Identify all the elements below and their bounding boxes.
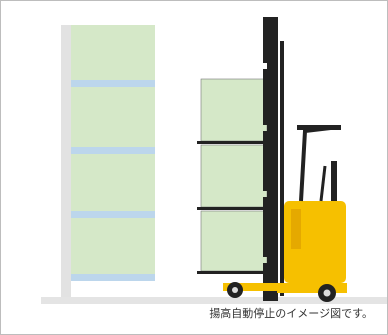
load-box-3 — [200, 210, 268, 272]
fork-2 — [197, 207, 269, 210]
outrigger — [223, 283, 323, 291]
mast-rail — [280, 41, 284, 296]
seat-back — [331, 161, 337, 201]
storage-rack-icon — [61, 25, 155, 297]
rack-beam-4 — [71, 274, 155, 281]
rear-wheel-hub — [323, 289, 331, 297]
rack-box-3 — [71, 154, 155, 211]
rack-box-4 — [71, 218, 155, 274]
steering-column — [319, 165, 327, 202]
fork-1 — [197, 141, 269, 144]
rack-box-1 — [71, 25, 155, 80]
rack-upright — [61, 25, 71, 297]
chassis — [277, 283, 347, 293]
reach-forklift-icon — [197, 17, 347, 302]
rack-beam-2 — [71, 147, 155, 154]
fork-3 — [197, 271, 269, 274]
body-inner-shade — [291, 209, 301, 249]
load-box-2 — [200, 144, 268, 208]
front-wheel-hub — [232, 287, 238, 293]
mast — [263, 17, 278, 301]
rack-beam-1 — [71, 80, 155, 87]
caption: 揚高自動停止のイメージ図です。 — [209, 307, 373, 320]
load-box-1 — [200, 78, 268, 142]
rack-beam-3 — [71, 211, 155, 218]
overhead-bar — [297, 125, 341, 130]
floor — [41, 297, 387, 304]
rack-box-2 — [71, 87, 155, 147]
